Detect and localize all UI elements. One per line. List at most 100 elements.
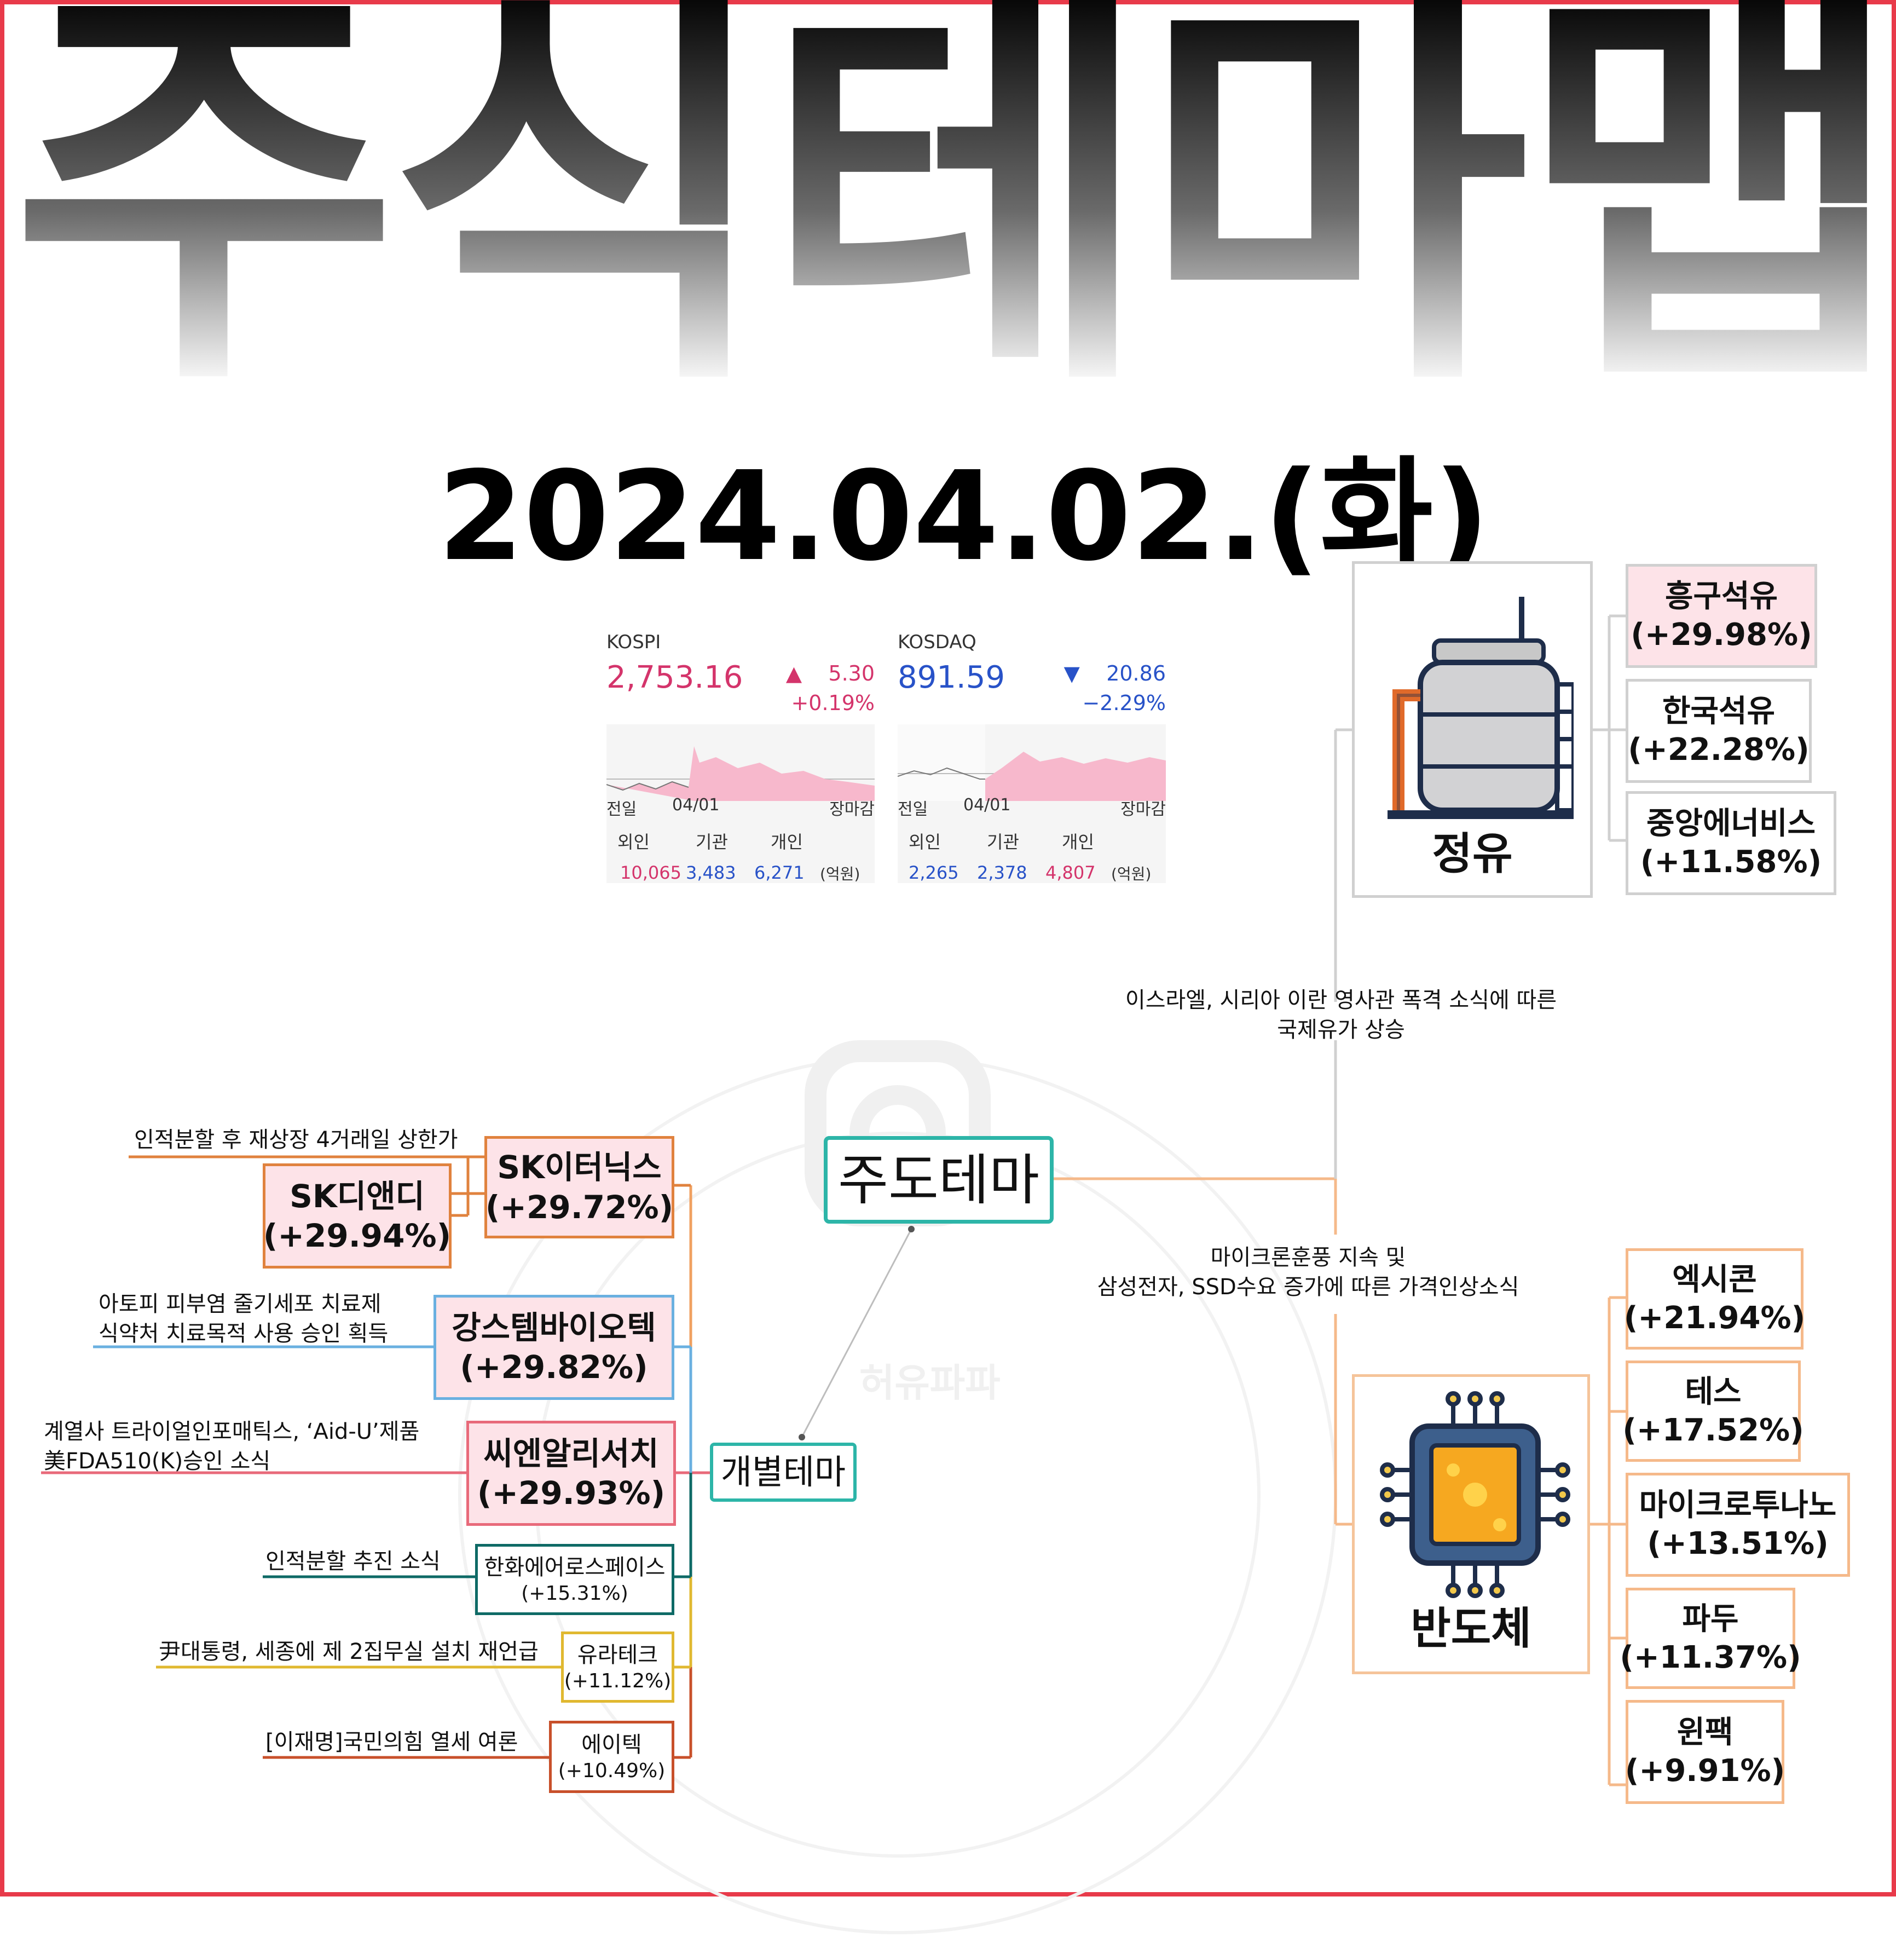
gangstem-desc: 아토피 피부염 줄기세포 치료제 식약처 치료목적 사용 승인 획득	[99, 1289, 388, 1348]
semi-reason-line2: 삼성전자, SSD수요 증가에 따른 가격인상소식	[1097, 1275, 1519, 1300]
stock-name: 마이크로투나노	[1639, 1488, 1837, 1523]
kosdaq-chart	[897, 724, 1166, 883]
kosdaq-foreign-label: 외인	[909, 832, 941, 852]
triangle-up-icon: ▲	[785, 661, 802, 685]
kosdaq-value: 891.59	[898, 660, 1005, 695]
stock-name: 테스	[1685, 1374, 1742, 1410]
kospi-axis-mid: 04/01	[672, 795, 720, 815]
kosdaq-foreign: 2,265	[909, 862, 959, 883]
sk-dnd-node: SK디앤디(+29.94%)	[263, 1163, 452, 1269]
gangstem-desc-line1: 아토피 피부염 줄기세포 치료제	[99, 1292, 381, 1317]
oil-label: 정유	[1432, 828, 1513, 879]
semi-stock-1: 테스(+17.52%)	[1622, 1361, 1804, 1462]
kospi-foreign: 10,065	[620, 862, 681, 883]
sk-eternix-node: SK이터닉스(+29.72%)	[484, 1136, 674, 1238]
kospi-panel: KOSPI 2,753.16 ▲ 5.30 +0.19% 전일 04/01 장마…	[606, 631, 875, 905]
kosdaq-axis-end: 장마감	[1120, 800, 1166, 819]
atec-desc: [이재명]국민의힘 열세 여론	[265, 1730, 518, 1755]
stock-pct: (+29.93%)	[477, 1474, 666, 1512]
stock-pct: (+29.98%)	[1631, 617, 1812, 653]
page-title: 주식테마맵	[11, 0, 1888, 389]
semi-stock-3: 파두(+11.37%)	[1620, 1588, 1801, 1689]
stock-pct: (+17.52%)	[1622, 1412, 1804, 1448]
hanwha-desc: 인적분할 추진 소식	[265, 1549, 441, 1574]
kosdaq-unit: (억원)	[1111, 865, 1152, 883]
stock-pct: (+10.49%)	[558, 1759, 666, 1782]
semi-stock-2: 마이크로투나노(+13.51%)	[1626, 1473, 1850, 1577]
kosdaq-indiv: 4,807	[1045, 862, 1096, 883]
oil-stock-1: 한국석유(+22.28%)	[1626, 679, 1812, 783]
kospi-unit: (억원)	[820, 865, 860, 883]
kospi-value: 2,753.16	[606, 660, 743, 695]
microchip-icon	[1380, 1391, 1570, 1598]
stock-pct: (+22.28%)	[1628, 732, 1810, 768]
refinery-tank-icon	[1388, 597, 1574, 819]
connector-lines	[41, 614, 1626, 1786]
kospi-indiv-label: 개인	[771, 832, 803, 852]
semi-reason-line1: 마이크론훈풍 지속 및	[1210, 1245, 1406, 1270]
stock-pct: (+11.58%)	[1640, 844, 1822, 880]
stock-pct: (+9.91%)	[1625, 1753, 1785, 1789]
kosdaq-panel: KOSDAQ 891.59 ▼ 20.86 −2.29% 전일 04/01 장마…	[897, 631, 1166, 905]
yurah-desc: 尹대통령, 세종에 제 2집무실 설치 재언급	[159, 1639, 539, 1664]
stock-name: 유라테크	[577, 1642, 658, 1668]
kosdaq-axis-mid: 04/01	[963, 795, 1011, 815]
yurah-node: 유라테크(+11.12%)	[561, 1632, 674, 1703]
stock-pct: (+11.37%)	[1620, 1639, 1801, 1675]
kospi-name: KOSPI	[606, 631, 661, 653]
stock-name: 씨엔알리서치	[483, 1434, 659, 1472]
stock-pct: (+29.94%)	[263, 1217, 452, 1254]
stock-name: 윈팩	[1677, 1715, 1733, 1750]
stock-name: 한국석유	[1662, 694, 1776, 729]
oil-category: 정유	[1352, 561, 1593, 898]
semi-reason: 마이크론훈풍 지속 및 삼성전자, SSD수요 증가에 따른 가격인상소식	[1029, 1243, 1587, 1302]
cnr-desc-line2: 美FDA510(K)승인 소식	[44, 1449, 271, 1474]
kosdaq-indiv-label: 개인	[1062, 832, 1094, 852]
cnr-desc: 계열사 트라이얼인포매틱스, ‘Aid-U’제품 美FDA510(K)승인 소식	[44, 1417, 419, 1476]
stock-pct: (+29.72%)	[485, 1188, 674, 1226]
kospi-chart	[606, 724, 875, 883]
triangle-down-icon: ▼	[1063, 661, 1080, 685]
stock-name: 엑시콘	[1672, 1261, 1757, 1298]
kospi-change-block: ▲ 5.30 +0.19%	[786, 659, 875, 718]
sk-desc: 인적분할 후 재상장 4거래일 상한가	[134, 1127, 458, 1152]
leading-theme-node: 주도테마	[824, 1136, 1054, 1224]
gangstem-desc-line2: 식약처 치료목적 사용 승인 획득	[99, 1321, 389, 1346]
semi-stock-4: 윈팩(+9.91%)	[1625, 1700, 1785, 1804]
semi-stock-0: 엑시콘(+21.94%)	[1623, 1248, 1806, 1350]
kospi-indiv: 6,271	[754, 862, 805, 883]
date-label: 2024.04.02.(화)	[438, 445, 1490, 589]
kospi-axis-end: 장마감	[829, 800, 875, 819]
kospi-axis-start: 전일	[606, 800, 637, 819]
cnr-node: 씨엔알리서치(+29.93%)	[466, 1421, 676, 1526]
kospi-inst: 3,483	[686, 862, 736, 883]
kosdaq-inst-label: 기관	[987, 832, 1019, 852]
kosdaq-pct: −2.29%	[1082, 691, 1166, 715]
kospi-inst-label: 기관	[696, 832, 728, 852]
stock-name: SK디앤디	[290, 1177, 425, 1215]
oil-reason-line1: 이스라엘, 시리아 이란 영사관 폭격 소식에 따른	[1125, 988, 1557, 1013]
semi-label: 반도체	[1411, 1603, 1531, 1654]
semi-category: 반도체	[1352, 1374, 1590, 1674]
kosdaq-inst: 2,378	[977, 862, 1027, 883]
kosdaq-axis-start: 전일	[898, 800, 928, 819]
gangstem-node: 강스템바이오텍(+29.82%)	[433, 1295, 674, 1400]
stock-name: 파두	[1682, 1601, 1739, 1637]
oil-stock-0: 흥구석유(+29.98%)	[1626, 564, 1817, 668]
kospi-pct: +0.19%	[791, 691, 875, 715]
stock-pct: (+11.12%)	[564, 1669, 672, 1692]
stock-pct: (+15.31%)	[521, 1582, 628, 1605]
stock-name: 한화에어로스페이스	[484, 1554, 666, 1580]
individual-theme-node: 개별테마	[710, 1443, 857, 1502]
stock-name: 중앙에너비스	[1646, 806, 1816, 841]
watermark-text: 허유파파	[859, 1361, 1001, 1405]
atec-node: 에이텍(+10.49%)	[549, 1721, 674, 1793]
stock-name: 강스템바이오텍	[452, 1308, 656, 1346]
kosdaq-name: KOSDAQ	[898, 631, 976, 653]
kospi-foreign-label: 외인	[617, 832, 650, 852]
kosdaq-change: 20.86	[1106, 661, 1166, 685]
hanwha-node: 한화에어로스페이스(+15.31%)	[475, 1544, 674, 1615]
stock-pct: (+21.94%)	[1623, 1300, 1806, 1336]
stock-pct: (+29.82%)	[460, 1348, 648, 1386]
kosdaq-change-block: ▼ 20.86 −2.29%	[1064, 659, 1166, 718]
